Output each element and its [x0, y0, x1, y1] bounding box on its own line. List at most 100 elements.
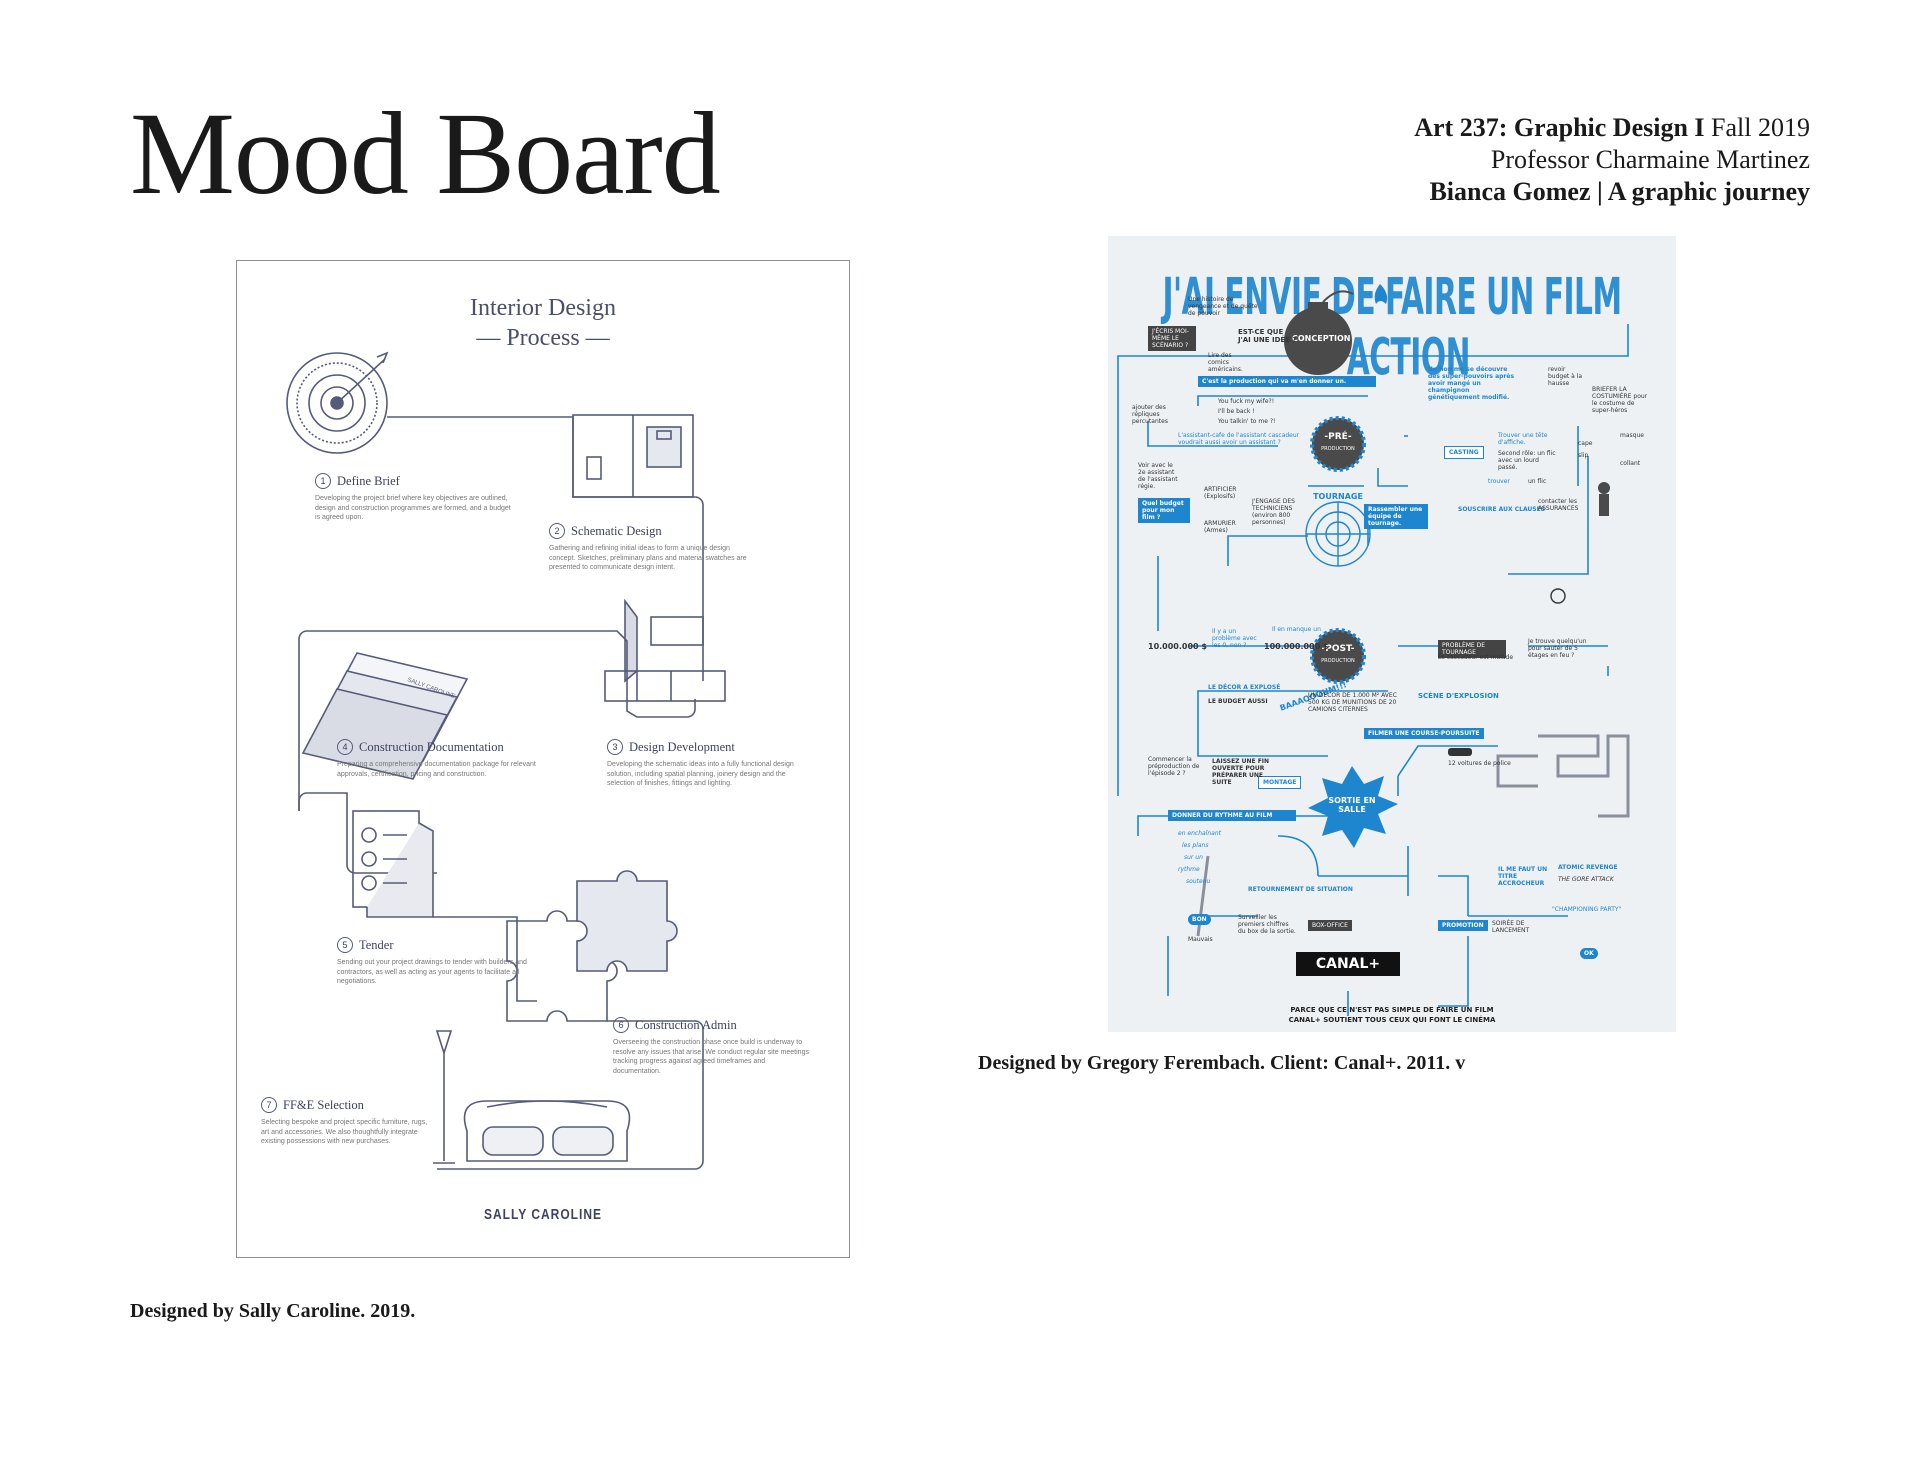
label-production: C'est la production qui va m'en donner u… [1198, 376, 1376, 387]
label-scene: SCÈNE D'EXPLOSION [1418, 692, 1499, 700]
sortie-label: SORTIE EN SALLE [1328, 796, 1376, 814]
brand-logo: SALLY CAROLINE [483, 1205, 602, 1223]
label-budget2: 100.000.000 $ [1264, 642, 1329, 651]
label-cascadeur: Le cascadeur est malade [1438, 654, 1514, 661]
label-sur-un: sur un [1184, 854, 1203, 861]
label-soiree: SOIRÉE DE LANCEMENT [1492, 920, 1530, 934]
step-title: Schematic Design [571, 523, 662, 538]
label-laissez: LAISSEZ UNE FIN OUVERTE POUR PRÉPARER UN… [1212, 758, 1270, 786]
footer-line-1: PARCE QUE CE N'EST PAS SIMPLE DE FAIRE U… [1290, 1006, 1494, 1014]
label-fuck: You fuck my wife?! [1218, 398, 1275, 405]
step-number: 7 [261, 1097, 277, 1113]
label-repliques: ajouter des répliques percutantes [1132, 404, 1168, 425]
documents-stack-icon [301, 652, 469, 780]
hero-figure-icon [1598, 482, 1610, 516]
label-atomic: ATOMIC REVENGE [1558, 864, 1618, 871]
label-lire: Lire des comics américains. [1208, 352, 1243, 373]
student-line: Bianca Gomez | A graphic journey [1429, 177, 1810, 206]
label-back: I'll be back ! [1218, 408, 1255, 415]
label-voitures: 12 voitures de police [1448, 760, 1511, 767]
canal-logo [1296, 952, 1400, 976]
step-construction-documentation: 4 Construction Documentation Preparing a … [337, 739, 537, 779]
label-manque: Il en manque un [1272, 626, 1321, 633]
page-title: Mood Board [130, 88, 721, 219]
step-description: Selecting bespoke and project specific f… [261, 1119, 428, 1145]
step-title: Construction Documentation [359, 739, 504, 754]
postproduction-node [1310, 628, 1366, 684]
checklist-icon [352, 810, 434, 918]
label-cape: cape [1578, 440, 1593, 447]
car-icon [1448, 748, 1472, 756]
course-term: Fall 2019 [1704, 113, 1810, 142]
label-les-plans: les plans [1182, 842, 1209, 849]
poster-title: Interior Design [470, 295, 616, 321]
step-number: 2 [549, 523, 565, 539]
step-title: FF&E Selection [283, 1097, 364, 1112]
step-title: Construction Admin [635, 1017, 737, 1032]
label-assistant: L'assistant-cafe de l'assistant cascadeu… [1178, 432, 1300, 446]
label-casting: CASTING [1444, 446, 1484, 459]
cabinet-icon [604, 598, 726, 702]
poster-subtitle: — Process — [476, 325, 610, 351]
label-budget1: 10.000.000 $ [1148, 642, 1207, 651]
label-collant: collant [1620, 460, 1641, 467]
label-mauvais: Mauvais [1188, 936, 1213, 943]
step-description: Developing the project brief where key o… [315, 495, 511, 521]
label-titre: IL ME FAUT UN TITRE ACCROCHEUR [1498, 866, 1548, 887]
puzzle-icon [506, 870, 678, 1022]
step-number: 3 [607, 739, 623, 755]
label-briefer: BRIEFER LA COSTUMIÈRE pour le costume de… [1592, 386, 1648, 414]
step-number: 4 [337, 739, 353, 755]
canal-logo-text: CANAL+ [1315, 956, 1381, 972]
label-bon: BON [1188, 914, 1211, 925]
label-decor: LE DÉCOR A EXPLOSÉ [1208, 684, 1281, 691]
label-artificier: ARTIFICIER (Explosifs) [1204, 486, 1237, 500]
pre-label: -PRÉ- [1324, 432, 1352, 442]
label-surveiller: Surveiller les premiers chiffres du box … [1238, 914, 1296, 935]
sortie-node [1308, 766, 1398, 848]
label-probleme-tournage: PROBLÈME DE TOURNAGE [1438, 640, 1506, 658]
label-voir-avec: Voir avec le 2e assistant de l'assistant… [1138, 462, 1178, 490]
flowchart-illustration [1117, 284, 1630, 1016]
label-un-flic: un flic [1528, 478, 1547, 485]
label-revoir: revoir budget à la hausse [1548, 366, 1583, 387]
step-title: Design Development [629, 739, 735, 754]
label-promotion: PROMOTION [1438, 920, 1488, 931]
label-histoire: Une histoire de vengeance et de quête de… [1188, 296, 1258, 317]
step-number: 5 [337, 937, 353, 953]
label-rythme-word: rythme [1178, 866, 1200, 873]
film-action-poster: J'AI ENVIE DE FAIRE UN FILM D'ACTION [1108, 236, 1676, 1032]
label-masque: masque [1620, 432, 1644, 439]
label-rassembler: Rassembler une équipe de tournage. [1364, 504, 1428, 529]
professor-name: Professor Charmaine Martinez [1490, 145, 1810, 174]
label-souscrire: SOUSCRIRE AUX CLAUSES [1458, 506, 1546, 513]
label-ecris: J'ÉCRIS MOI-MÊME LE SCÉNARIO ? [1148, 326, 1196, 351]
label-decor-desc: UN DÉCOR DE 1.000 M² AVEC 500 KG DE MUNI… [1308, 692, 1397, 713]
label-tombe: Je trouve quelqu'un pour sauter de 5 éta… [1528, 638, 1587, 659]
step-number: 1 [315, 473, 331, 489]
floor-plan-icon [572, 414, 694, 498]
step-description: Overseeing the construction phase once b… [613, 1039, 809, 1075]
step-ffe-selection: 7 FF&E Selection Selecting bespoke and pr… [261, 1097, 431, 1147]
label-trouver-tete: Trouver une tête d'affiche. [1498, 432, 1548, 446]
step-title: Tender [359, 937, 394, 952]
step-description: Sending out your project drawings to ten… [337, 959, 527, 985]
label-commencer: Commencer la préproduction de l'épisode … [1148, 756, 1200, 777]
process-path-illustration: SALLY CAROLINE [286, 351, 726, 1170]
step-description: Preparing a comprehensive documentation … [337, 761, 536, 778]
label-gore: THE GORE ATTACK [1558, 876, 1614, 883]
label-budget-aussi: LE BUDGET AUSSI [1208, 698, 1268, 705]
label-trouver: trouver [1488, 478, 1510, 485]
label-quel-budget: Quel budget pour mon film ? [1138, 498, 1190, 523]
target-icon [286, 351, 389, 454]
step-define-brief: 1 Define Brief Developing the project bri… [315, 473, 515, 523]
step-title: Define Brief [337, 473, 400, 488]
label-champagne: "CHAMPIONING PARTY" [1552, 906, 1622, 913]
label-idee: EST-CE QUE J'AI UNE IDÉE ? [1238, 328, 1297, 344]
label-homme: Un homme se découvre des super-pouvoirs … [1428, 366, 1515, 401]
label-engage: J'ENGAGE DES TECHNICIENS (environ 800 pe… [1252, 498, 1295, 526]
label-second-role: Second rôle: un flic avec un lourd passé… [1498, 450, 1556, 471]
